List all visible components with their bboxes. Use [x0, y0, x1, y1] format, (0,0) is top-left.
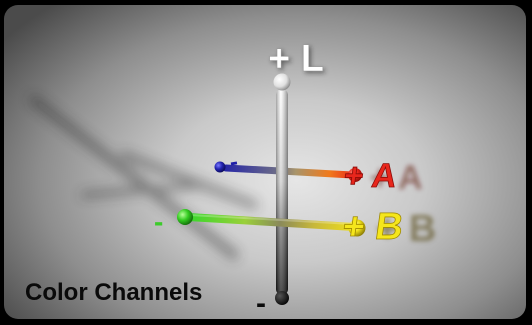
l-axis [273, 73, 291, 305]
b-positive-label-shadow: + B [376, 208, 436, 250]
a-positive-end-ball [348, 168, 362, 182]
b-negative-label: - [154, 206, 163, 237]
b-axis [177, 209, 366, 237]
l-negative-label: - [256, 287, 266, 319]
cast-shadows [29, 95, 258, 260]
a-negative-end-ball [214, 161, 226, 173]
axis-labels: + L + L - - - + A + A + B + B [154, 38, 436, 319]
l-positive-end-ball [273, 73, 291, 91]
a-negative-label: - [228, 148, 241, 176]
l-negative-end-ball [275, 291, 289, 305]
b-negative-end-ball [177, 209, 193, 225]
b-positive-end-ball [348, 219, 366, 237]
l-positive-label-shadow: + L [270, 40, 326, 82]
diagram-panel: + L + L - - - + A + A + B + B Color Chan… [4, 5, 526, 319]
color-space-axes-diagram: + L + L - - - + A + A + B + B [29, 38, 436, 319]
a-axis [214, 161, 362, 182]
diagram-caption: Color Channels [25, 279, 203, 306]
l-positive-label: + L [268, 38, 324, 80]
a-positive-label-shadow: + A [370, 159, 423, 197]
b-positive-label: + B [340, 205, 406, 248]
a-positive-label: + A [341, 157, 399, 195]
